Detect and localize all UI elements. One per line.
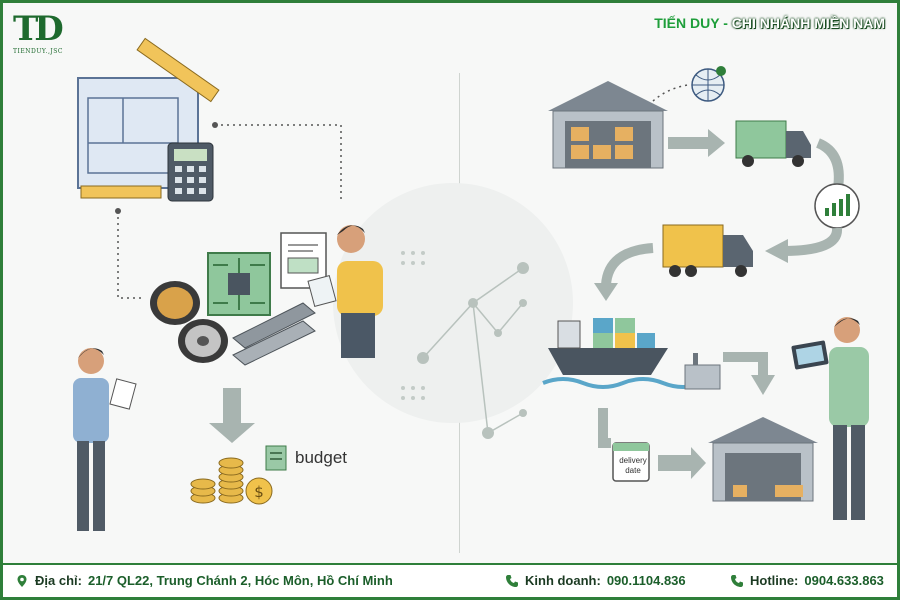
planner-person-icon — [307, 225, 383, 358]
brand-name: TIẾN DUY — [654, 15, 720, 31]
branch-name: CHI NHÁNH MIỀN NAM — [731, 15, 885, 31]
budget-icon — [265, 445, 287, 471]
delivery-date-calendar-icon — [612, 442, 650, 482]
delivery-label-line1: delivery — [619, 456, 647, 465]
branch-banner: TIẾN DUY - CHI NHÁNH MIỀN NAM — [654, 15, 885, 31]
footer-address: Địa chỉ: 21/7 QL22, Trung Chánh 2, Hóc M… — [15, 573, 393, 588]
address-label: Địa chỉ: — [35, 573, 82, 588]
delivery-label-line2: date — [625, 466, 641, 475]
cable-spool-icon — [150, 281, 228, 363]
curved-arrow-3 — [601, 243, 654, 286]
banner-separator: - — [719, 15, 732, 31]
curved-arrow-2 — [782, 227, 842, 256]
flow-dots — [401, 251, 425, 400]
budget-label: budget — [295, 448, 347, 467]
steel-beam-icon — [232, 302, 316, 366]
calculator-icon — [167, 142, 214, 202]
receiver-person-icon — [791, 317, 869, 520]
warehouse-icon-top — [548, 81, 668, 169]
arrow-to-warehouse-2 — [658, 447, 706, 479]
globe-icon — [691, 66, 726, 102]
phone-icon — [731, 574, 743, 587]
location-pin-icon — [17, 574, 27, 587]
warehouse-icon-bottom — [708, 417, 818, 502]
arrow-to-warehouse-1 — [723, 352, 768, 378]
footer-sales[interactable]: Kinh doanh: 090.1104.836 — [505, 573, 686, 588]
cargo-ship-icon — [542, 318, 704, 389]
hotline-label: Hotline: — [750, 573, 799, 588]
sales-phone[interactable]: 090.1104.836 — [606, 573, 686, 588]
dotted-connector-3 — [652, 84, 689, 102]
arrow-to-truck — [668, 129, 725, 157]
circuit-board-icon — [207, 252, 271, 316]
dotted-connector-1 — [215, 124, 342, 203]
logo-mark: TD — [13, 9, 64, 49]
background-circle — [333, 183, 573, 423]
document-icon — [280, 232, 327, 289]
footer-bar: Địa chỉ: 21/7 QL22, Trung Chánh 2, Hóc M… — [3, 563, 897, 597]
phone-icon — [506, 574, 518, 587]
coin-stack-icon: $ — [190, 457, 273, 505]
inspector-person-icon — [73, 348, 137, 531]
truck-icon-green — [735, 120, 811, 167]
analytics-chart-icon — [814, 183, 860, 229]
hotline-phone[interactable]: 0904.633.863 — [804, 573, 884, 588]
ruler-icon — [136, 37, 220, 103]
down-arrow-left — [209, 388, 255, 443]
arrow-to-delivery — [598, 408, 611, 448]
supply-chain-illustration: $ — [73, 37, 869, 531]
sales-label: Kinh doanh: — [525, 573, 601, 588]
dotted-connector-2 — [117, 211, 143, 299]
delivery-label: delivery date — [615, 456, 651, 476]
truck-icon-yellow — [662, 224, 753, 277]
svg-text:$: $ — [254, 483, 264, 501]
company-logo[interactable]: TD TIENDUY.,JSC — [13, 11, 77, 55]
network-nodes — [417, 262, 529, 439]
address-value: 21/7 QL22, Trung Chánh 2, Hóc Môn, Hồ Ch… — [87, 573, 393, 588]
curved-arrow-1 — [815, 138, 844, 189]
footer-hotline[interactable]: Hotline: 0904.633.863 — [730, 573, 884, 588]
crane-icon — [684, 353, 721, 390]
logo-subtitle: TIENDUY.,JSC — [13, 48, 63, 55]
